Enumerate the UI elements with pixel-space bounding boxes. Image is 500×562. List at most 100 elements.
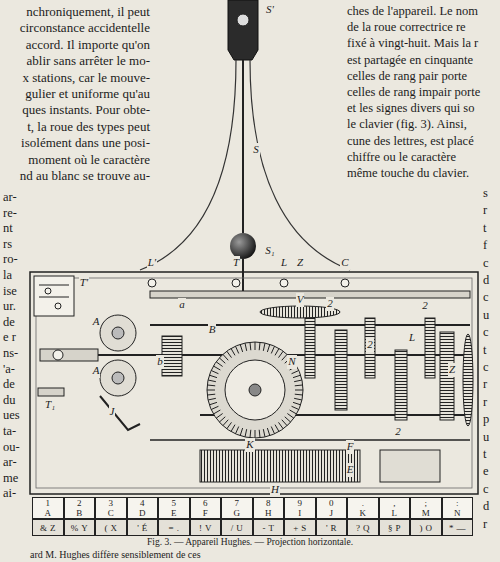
tooth — [279, 422, 284, 428]
key-character: ! — [199, 523, 202, 533]
body-text: rs — [3, 237, 12, 252]
callout-letter: J — [109, 405, 116, 418]
body-text: cune des lettres, est placé — [347, 134, 474, 149]
key-character: ; — [424, 498, 427, 508]
key-character: Z — [50, 523, 56, 533]
callout-letter: S' — [265, 3, 275, 16]
body-text: ard M. Hughes diffère sensiblement de ce… — [30, 549, 201, 561]
body-text: ar- — [3, 190, 17, 205]
body-text: r — [483, 203, 487, 218]
flywheel — [463, 334, 473, 426]
callout-letter: Z — [448, 363, 456, 376]
t-prime-line — [39, 297, 69, 298]
tooth — [295, 394, 303, 396]
key-character: F — [203, 508, 208, 518]
key-character: . — [362, 498, 364, 508]
keyboard-key: 2B — [64, 497, 96, 519]
body-text: c — [483, 325, 489, 340]
key-character: = — [169, 523, 174, 533]
pivot — [237, 14, 249, 26]
key-character: - — [263, 523, 266, 533]
keyboard-key: ?Q — [347, 519, 379, 536]
keyboard-key: +S — [284, 519, 316, 536]
key-character: C — [108, 508, 114, 518]
body-text: t — [483, 447, 486, 462]
callout-letter: B — [208, 323, 217, 336]
keyboard-key: *— — [442, 519, 474, 536]
callout-letter: L' — [147, 256, 157, 269]
tooth — [294, 380, 302, 382]
tooth — [263, 343, 265, 351]
key-character: + — [293, 523, 298, 533]
keyboard-key: .K — [347, 497, 379, 519]
bell-curve — [140, 60, 236, 270]
key-character: L — [392, 508, 398, 518]
tooth — [255, 342, 256, 350]
keyboard-key: ;M — [410, 497, 442, 519]
callout-letter: Z — [296, 256, 304, 269]
callout-letter: A — [92, 364, 101, 377]
key-character: I — [298, 508, 301, 518]
key-character: 9 — [298, 498, 303, 508]
tooth — [263, 429, 265, 437]
body-text: me — [3, 471, 18, 486]
body-text: u — [483, 430, 489, 445]
key-character: 7 — [235, 498, 240, 508]
tooth — [275, 425, 279, 432]
t-prime-line — [39, 285, 69, 286]
body-text: du — [3, 393, 16, 408]
terminal — [341, 279, 349, 287]
hub — [112, 372, 124, 384]
shaft — [242, 259, 244, 292]
key-character: ' — [137, 523, 139, 533]
hub — [112, 327, 124, 339]
keyboard-key: 9I — [284, 497, 316, 519]
callout-letter: H — [270, 483, 280, 496]
tooth — [249, 342, 251, 350]
body-text: t — [483, 343, 486, 358]
gear-edge — [395, 350, 407, 420]
tooth — [231, 348, 235, 355]
body-text: ques instants. Pour obte- — [22, 102, 150, 118]
wheel-teeth — [207, 342, 303, 438]
callout-letter: T — [232, 256, 240, 269]
key-character: Y — [81, 523, 88, 533]
tooth — [240, 344, 242, 352]
keyboard-key: 8H — [253, 497, 285, 519]
tooth — [267, 344, 269, 352]
tooth — [287, 414, 293, 419]
keyboard-key: 'R — [316, 519, 348, 536]
callout-letter: L — [280, 256, 288, 269]
body-text: ns- — [3, 346, 18, 361]
key-comb — [200, 450, 360, 482]
tooth — [282, 354, 287, 360]
key-character: R — [331, 523, 337, 533]
callout-letter: E — [346, 463, 355, 476]
tooth — [295, 390, 303, 391]
key-character: T — [269, 523, 275, 533]
callout-letter: K — [245, 438, 254, 451]
key-character: B — [76, 508, 82, 518]
callout-letter: a — [178, 298, 186, 311]
pendulum-ball — [230, 233, 256, 259]
body-text: ar- — [3, 455, 17, 470]
body-text: r — [483, 377, 487, 392]
body-text: ro- — [3, 252, 18, 267]
hub — [249, 384, 261, 396]
key-character: K — [360, 508, 367, 518]
body-text: re- — [3, 206, 17, 221]
body-text: moment où le caractère — [28, 152, 150, 168]
body-text: isolément dans une posi- — [21, 135, 150, 151]
body-text: nt — [3, 221, 13, 236]
body-text: ta- — [3, 424, 16, 439]
keyboard-key: ,L — [379, 497, 411, 519]
gear-edge — [425, 318, 435, 378]
key-character: ? — [356, 523, 360, 533]
cam-a — [100, 360, 136, 396]
tooth — [231, 425, 235, 432]
tooth — [227, 351, 232, 357]
tooth — [259, 430, 261, 438]
j-lever — [100, 396, 140, 430]
keyboard-key: -T — [253, 519, 285, 536]
body-text: c — [483, 256, 489, 271]
